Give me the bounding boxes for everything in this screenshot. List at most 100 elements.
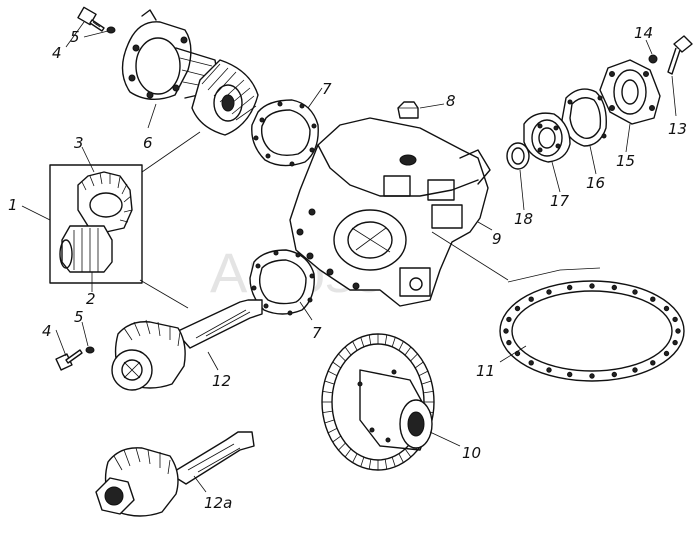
gear-tooth <box>344 448 352 458</box>
leader-13 <box>671 75 677 117</box>
leader-4-top <box>65 21 85 48</box>
callout-2: 2 <box>86 290 96 308</box>
gear-tooth <box>410 353 418 362</box>
gear-tooth <box>404 346 412 356</box>
gear-tooth <box>360 337 365 347</box>
gear-tooth <box>324 380 335 385</box>
ring-hole <box>672 339 678 346</box>
ring-hole <box>632 289 638 295</box>
callout-12: 12 <box>212 372 231 390</box>
gear-tooth <box>332 435 342 443</box>
gasket-top <box>251 99 319 167</box>
callout-4-lower: 4 <box>42 322 52 340</box>
gear-tooth <box>352 453 358 463</box>
leader-10 <box>429 431 461 447</box>
ring-hole <box>650 360 656 366</box>
gear-tooth <box>421 380 432 385</box>
nut-part-14 <box>648 54 658 64</box>
leader-11 <box>499 345 527 363</box>
ring-hole <box>589 283 595 289</box>
ring-hole <box>546 289 552 295</box>
gear-tooth <box>398 453 404 463</box>
gear-tooth <box>391 337 396 347</box>
gear-tooth <box>338 353 346 362</box>
leader-7-bottom <box>299 301 313 321</box>
ring-hole <box>632 367 638 373</box>
ring-hole <box>650 296 656 302</box>
ring-hole <box>589 373 595 379</box>
ring-hole <box>503 328 509 334</box>
leader-7-top <box>307 87 323 109</box>
gasket-part-16 <box>561 88 607 147</box>
ring-hole <box>506 339 512 346</box>
leader-12 <box>207 351 219 371</box>
callout-15: 15 <box>616 152 635 170</box>
callout-5-lower: 5 <box>74 308 84 326</box>
ring-hole <box>528 296 534 302</box>
callout-10: 10 <box>462 444 481 462</box>
gear-tooth <box>322 410 333 413</box>
ring-hole <box>675 328 681 334</box>
gear-tooth <box>327 427 338 434</box>
gear-tooth <box>368 334 372 345</box>
leader-9 <box>477 221 493 231</box>
ring-hole <box>506 316 512 323</box>
gear-tooth <box>338 442 346 451</box>
leader-3 <box>81 146 95 173</box>
ring-hole <box>528 360 534 366</box>
callout-7-top: 7 <box>322 80 332 98</box>
callout-11: 11 <box>476 362 495 380</box>
leader-14 <box>645 39 653 55</box>
ring-hole <box>663 350 670 357</box>
ring-hole <box>672 316 678 323</box>
bolt-part-13 <box>667 35 693 75</box>
shaft-part-2 <box>59 225 113 273</box>
gear-tooth <box>384 459 388 470</box>
gear-tooth <box>322 391 333 394</box>
ring-hole <box>567 284 573 291</box>
leader-12a <box>193 475 207 493</box>
callout-18: 18 <box>514 210 533 228</box>
ring-hole <box>567 371 573 378</box>
gear-tooth <box>418 370 429 377</box>
callout-12a: 12a <box>204 494 232 512</box>
leader-1 <box>21 205 51 221</box>
gear-tooth <box>368 459 372 470</box>
plug-part-8 <box>397 101 419 119</box>
washer-top <box>106 26 116 34</box>
gear-tooth <box>344 346 352 356</box>
ring-hole <box>663 305 670 312</box>
leader-11-top <box>507 267 601 283</box>
gear-tooth <box>423 391 434 394</box>
gear-tooth <box>324 419 335 424</box>
callout-16: 16 <box>586 174 605 192</box>
leader-15 <box>625 123 631 153</box>
ring-hole <box>546 367 552 373</box>
callout-7-bottom: 7 <box>312 324 322 342</box>
callout-17: 17 <box>550 192 570 210</box>
leader-6 <box>147 103 157 129</box>
bolt-top <box>77 6 105 32</box>
callout-1: 1 <box>8 196 18 214</box>
box-part-1 <box>49 164 143 284</box>
gear-tooth <box>384 334 388 345</box>
gear-tooth <box>360 457 365 467</box>
callout-6: 6 <box>143 134 153 152</box>
leader-5-lower <box>81 321 89 347</box>
leader-8 <box>419 103 445 109</box>
differential-part-10 <box>321 333 435 471</box>
washer-lower <box>85 346 95 354</box>
leader-17 <box>551 161 561 193</box>
callout-9: 9 <box>492 230 502 248</box>
ring-hole <box>611 284 617 291</box>
leader-5-top <box>83 30 109 38</box>
bearing-part-17 <box>523 112 571 163</box>
callout-13: 13 <box>668 120 687 138</box>
ring-hole <box>514 305 521 312</box>
leader-16 <box>589 145 597 175</box>
shaft-assembly-part-12a <box>95 431 255 517</box>
leader-housing-to-ring <box>431 231 509 281</box>
gear-tooth <box>404 448 412 458</box>
